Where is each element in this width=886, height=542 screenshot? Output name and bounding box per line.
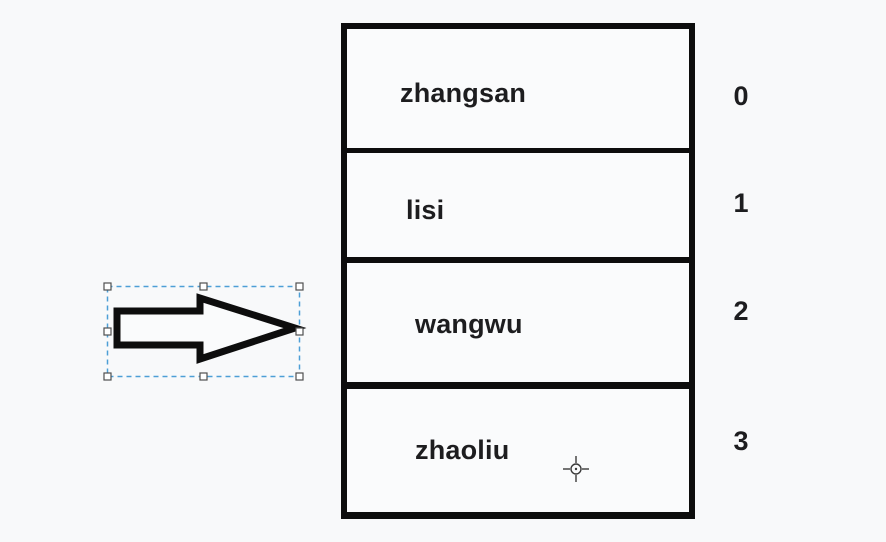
array-table: zhangsan lisi wangwu zhaoliu xyxy=(341,23,695,519)
cell-value: zhaoliu xyxy=(415,435,510,465)
resize-handle-nw[interactable] xyxy=(103,282,112,291)
selected-arrow-shape[interactable] xyxy=(100,279,307,384)
resize-handle-s[interactable] xyxy=(199,372,208,381)
table-row: zhaoliu xyxy=(347,389,689,512)
resize-handle-n[interactable] xyxy=(199,282,208,291)
index-label: 3 xyxy=(733,426,749,456)
table-row: lisi xyxy=(347,153,689,257)
resize-handle-ne[interactable] xyxy=(295,282,304,291)
table-row: zhangsan xyxy=(347,29,689,148)
row-divider xyxy=(347,257,689,263)
cell-value: zhangsan xyxy=(400,78,527,108)
index-label: 1 xyxy=(733,188,749,218)
index-label: 2 xyxy=(733,296,749,326)
crosshair-cursor-icon xyxy=(563,456,589,482)
right-arrow-icon[interactable] xyxy=(113,293,307,364)
resize-handle-sw[interactable] xyxy=(103,372,112,381)
resize-handle-e[interactable] xyxy=(295,327,304,336)
cell-value: lisi xyxy=(406,194,445,225)
resize-handle-se[interactable] xyxy=(295,372,304,381)
table-row: wangwu xyxy=(347,263,689,382)
row-divider xyxy=(347,382,689,389)
resize-handle-w[interactable] xyxy=(103,327,112,336)
index-label: 0 xyxy=(733,81,749,111)
row-divider xyxy=(347,148,689,153)
cell-value: wangwu xyxy=(415,309,523,339)
